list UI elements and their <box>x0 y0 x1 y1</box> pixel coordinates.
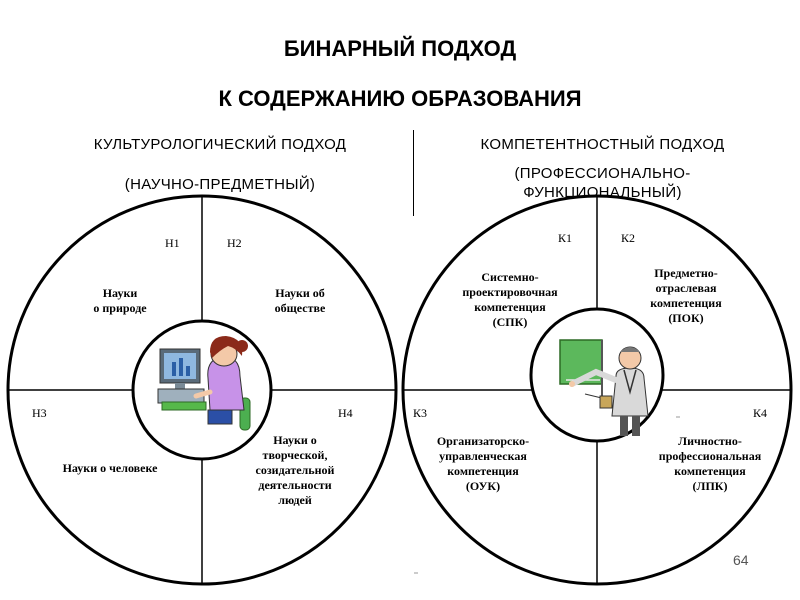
quadrant-creative-sciences: Науки о творческой, созидательной деятел… <box>255 433 335 507</box>
quadrant-social-sciences: Науки об обществе <box>274 286 326 315</box>
right-circle-diagram <box>401 194 793 586</box>
competence-ouk: Организаторско- управленческая компетенц… <box>436 434 530 493</box>
heading-divider <box>413 130 414 216</box>
label-n3: Н3 <box>32 406 47 420</box>
label-n2: Н2 <box>227 236 242 250</box>
label-k3: К3 <box>413 406 428 420</box>
page-title-line2: К СОДЕРЖАНИЮ ОБРАЗОВАНИЯ <box>218 86 582 111</box>
label-n1: Н1 <box>165 236 180 250</box>
student-at-computer-icon <box>157 336 251 431</box>
quadrant-nature-sciences: Науки о природе <box>93 286 147 315</box>
page-number: 64 <box>733 552 749 568</box>
page-title-line1: БИНАРНЫЙ ПОДХОД <box>283 36 517 61</box>
right-subheading: (ПРОФЕССИОНАЛЬНО- ФУНКЦИОНАЛЬНЫЙ) <box>514 165 691 201</box>
competence-lpk: Личностно- профессиональная компетенция … <box>658 434 762 493</box>
label-k1: К1 <box>558 231 573 245</box>
left-heading: КУЛЬТУРОЛОГИЧЕСКИЙ ПОДХОД <box>93 136 347 153</box>
quadrant-human-sciences: Науки о человеке <box>62 461 158 475</box>
right-heading: КОМПЕТЕНТНОСТНЫЙ ПОДХОД <box>480 136 725 153</box>
left-subheading: (НАУЧНО-ПРЕДМЕТНЫЙ) <box>124 176 316 193</box>
label-k4: К4 <box>753 406 768 420</box>
competence-spk: Системно- проектировочная компетенция (С… <box>462 270 558 329</box>
teacher-at-board-icon <box>559 339 649 436</box>
competence-pok: Предметно- отраслевая компетенция (ПОК) <box>650 266 722 325</box>
label-k2: К2 <box>621 231 636 245</box>
label-n4: Н4 <box>338 406 353 420</box>
